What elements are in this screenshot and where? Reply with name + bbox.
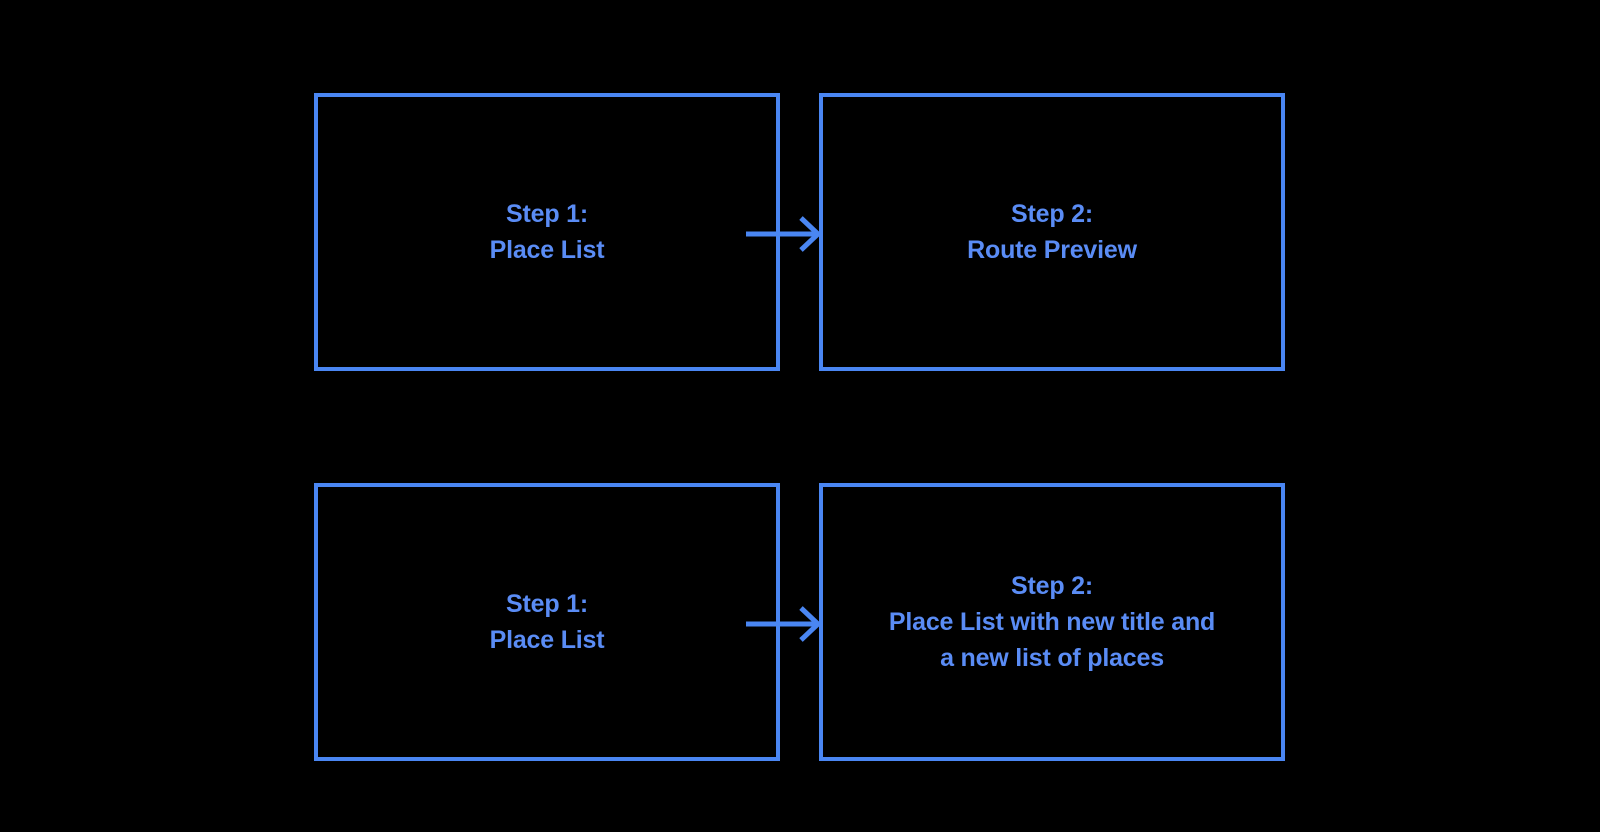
step-box-label: Step 2: Route Preview xyxy=(967,200,1137,264)
step-box-step-2-new-place-list[interactable]: Step 2: Place List with new title and a … xyxy=(819,483,1285,761)
step-box-step-1-place-list[interactable]: Step 1: Place List xyxy=(314,93,780,371)
step-box-step-1-place-list[interactable]: Step 1: Place List xyxy=(314,483,780,761)
arrow-head xyxy=(799,606,822,642)
step-box-label: Step 1: Place List xyxy=(489,590,605,654)
arrow-head xyxy=(799,216,822,252)
step-box-step-2-route-preview[interactable]: Step 2: Route Preview xyxy=(819,93,1285,371)
flow-row-new-place-list: Step 1: Place List Step 2: Place List wi… xyxy=(0,483,1600,765)
flow-row-route-preview: Step 1: Place List Step 2: Route Preview xyxy=(0,93,1600,375)
step-box-label: Step 1: Place List xyxy=(489,200,605,264)
step-box-label: Step 2: Place List with new title and a … xyxy=(888,572,1216,672)
